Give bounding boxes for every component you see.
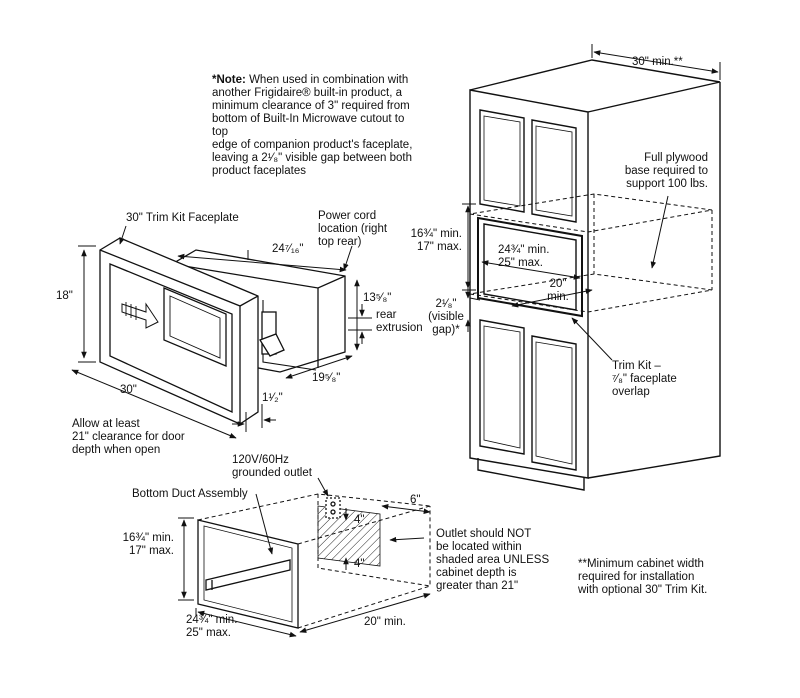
- four-inch-top-label: 4": [354, 514, 365, 526]
- cutout-height-label: 16¾" min. 17" max.: [122, 532, 174, 557]
- unit-height-label: 13⁵⁄₈": [363, 292, 392, 304]
- note-heading: *Note:: [212, 74, 246, 86]
- trim-depth-label: 1¹⁄₂": [262, 392, 283, 404]
- power-cord-label: Power cord location (right top rear): [318, 210, 388, 248]
- plywood-label: Full plywood base required to support 10…: [624, 152, 708, 190]
- door-clearance-label: Allow at least 21" clearance for door de…: [72, 418, 185, 456]
- cabinet-dimensions: [462, 44, 721, 361]
- trim-kit-label: 30" Trim Kit Faceplate: [126, 212, 239, 224]
- cabinet-min-width-label: 30" min.**: [632, 56, 683, 68]
- four-inch-bottom-label: 4": [354, 558, 365, 570]
- cabinet-cutout-depth-label: 20" min.: [547, 278, 569, 303]
- outlet-warning-label: Outlet should NOT be located within shad…: [436, 528, 550, 592]
- unit-depth-label: 19⁵⁄₈": [312, 372, 341, 384]
- duct-assembly-label: Bottom Duct Assembly: [132, 488, 248, 500]
- cutout-depth-label: 20" min.: [364, 616, 406, 628]
- height-label: 18": [56, 290, 73, 302]
- microwave-dimensions: [71, 225, 372, 439]
- clearance-note: *Note: When used in combination with ano…: [212, 74, 422, 178]
- cutout-drawing: [197, 493, 431, 629]
- cabinet-cutout-height-label: 16¾" min. 17" max.: [410, 228, 462, 253]
- note-body: When used in combination with another Fr…: [212, 74, 413, 177]
- cutout-width-label: 24¾" min. 25" max.: [186, 614, 238, 639]
- visible-gap-label: 2¹⁄₈" (visible gap)*: [428, 298, 464, 336]
- cutout-dimensions: [178, 477, 431, 638]
- six-inch-label: 6": [410, 494, 421, 506]
- cabinet-cutout-width-label: 24¾" min. 25" max.: [498, 244, 550, 269]
- rear-extrusion-label: rear extrusion: [376, 309, 423, 334]
- trim-overlap-label: Trim Kit – ⁷⁄₈" faceplate overlap: [612, 360, 677, 398]
- width-label: 30": [120, 384, 137, 396]
- outlet-label: 120V/60Hz grounded outlet: [232, 454, 312, 479]
- depth-top-label: 24⁷⁄₁₆": [272, 243, 304, 255]
- footnote: **Minimum cabinet width required for ins…: [578, 558, 708, 596]
- cabinet-drawing: [469, 59, 721, 491]
